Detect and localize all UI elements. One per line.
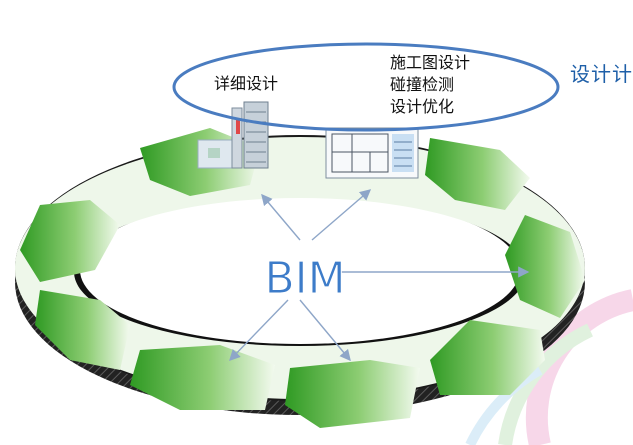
segment-right <box>505 215 585 318</box>
floor-plan-icon <box>325 127 419 179</box>
segment-left-lower <box>35 290 130 370</box>
bim-center-label: BIM <box>264 253 345 304</box>
segment-left <box>20 200 120 282</box>
segment-bottom <box>285 360 420 428</box>
callout-item: 设计优化 <box>390 97 455 116</box>
segment-top-right <box>425 138 530 210</box>
background-arcs <box>465 289 633 445</box>
segment-bottom-left <box>130 345 275 410</box>
side-label: 设计计 <box>570 62 633 86</box>
callout-item: 碰撞检测 <box>390 75 455 94</box>
callout-title: 详细设计 <box>214 74 279 93</box>
callout-item: 施工图设计 <box>390 53 471 72</box>
callout-ellipse <box>172 42 560 132</box>
segment-bottom-right <box>430 320 545 395</box>
bim-connector-arrows <box>229 189 530 362</box>
callout-list: 施工图设计 碰撞检测 设计优化 <box>390 52 470 118</box>
building-drawing-icon <box>197 101 269 169</box>
